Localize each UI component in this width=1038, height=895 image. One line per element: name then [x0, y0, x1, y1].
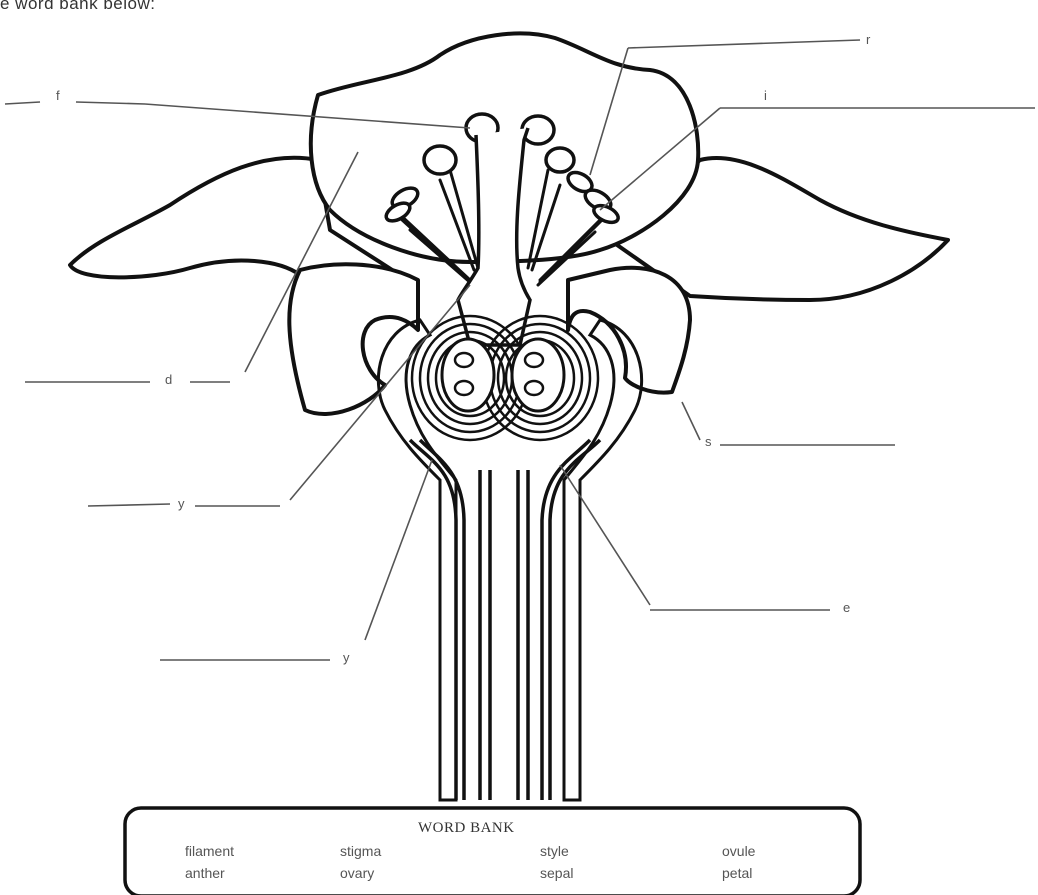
word-ovule: ovule: [722, 843, 756, 859]
label-f: f: [56, 88, 60, 103]
word-style: style: [540, 843, 569, 859]
word-stigma: stigma: [340, 843, 381, 859]
label-r: r: [866, 32, 871, 47]
left-lower-petal: [289, 264, 418, 414]
ovule-4: [525, 381, 543, 395]
label-s: s: [705, 434, 712, 449]
label-d: d: [165, 372, 172, 387]
label-y-lower: y: [343, 650, 350, 665]
word-sepal: sepal: [540, 865, 573, 881]
ovule-3: [525, 353, 543, 367]
ovule-2: [455, 381, 473, 395]
stem: [410, 440, 456, 800]
ovule-chamber-right: [512, 339, 564, 411]
label-e: e: [843, 600, 850, 615]
word-filament: filament: [185, 843, 234, 859]
word-anther: anther: [185, 865, 225, 881]
label-i: i: [764, 88, 767, 103]
ovule-chamber-left: [442, 339, 494, 411]
right-lower-petal: [568, 268, 690, 393]
word-bank-title: WORD BANK: [418, 820, 515, 836]
word-ovary: ovary: [340, 865, 374, 881]
ovule-1: [455, 353, 473, 367]
word-petal: petal: [722, 865, 752, 881]
anther-right-1: [546, 148, 574, 172]
anther-left-1: [424, 146, 456, 174]
label-y-upper: y: [178, 496, 185, 511]
